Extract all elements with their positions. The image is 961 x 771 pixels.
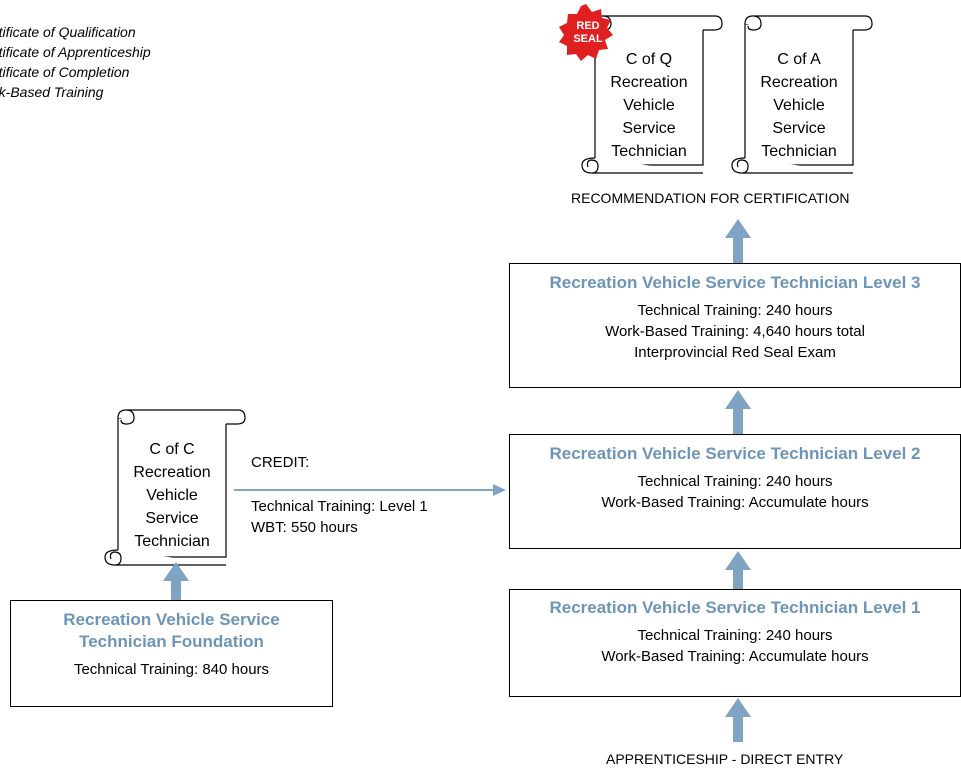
foundation-title: Recreation Vehicle Service xyxy=(63,610,280,629)
level3-title: Recreation Vehicle Service Technician Le… xyxy=(549,273,921,292)
cofq-text: C of Q Recreation Vehicle Service Techni… xyxy=(596,48,702,163)
seal-line-1: RED xyxy=(576,20,600,32)
cofa-line: C of A xyxy=(777,51,821,68)
arrows xyxy=(163,219,751,742)
arrow-level3-to-certification xyxy=(725,219,751,263)
cofc-text: C of C Recreation Vehicle Service Techni… xyxy=(119,438,225,553)
scroll-cofc xyxy=(104,409,246,566)
scroll-cofa xyxy=(731,15,873,174)
level1-line: Technical Training: 240 hours xyxy=(637,627,833,644)
cofq-line: Service xyxy=(622,120,676,137)
recommendation-caption: RECOMMENDATION FOR CERTIFICATION xyxy=(571,190,850,206)
cofq-line: Recreation xyxy=(610,74,688,91)
legend: rtificate of Qualification rtificate of … xyxy=(0,22,151,102)
level2-title: Recreation Vehicle Service Technician Le… xyxy=(549,444,921,463)
arrow-entry-to-level1 xyxy=(725,698,751,742)
cofc-line: Vehicle xyxy=(146,487,198,504)
cofa-line: Technician xyxy=(761,143,837,160)
cofa-line: Recreation xyxy=(760,74,838,91)
credit-heading: CREDIT: xyxy=(251,454,310,471)
cofq-line: Vehicle xyxy=(623,97,675,114)
cofa-line: Vehicle xyxy=(773,97,825,114)
foundation-title: Technician Foundation xyxy=(79,632,264,651)
arrow-level1-to-level2 xyxy=(725,551,751,589)
cofq-line: C of Q xyxy=(625,51,673,68)
entry-caption: APPRENTICESHIP - DIRECT ENTRY xyxy=(606,751,844,767)
level2-line: Work-Based Training: Accumulate hours xyxy=(601,494,869,511)
level3-box: Recreation Vehicle Service Technician Le… xyxy=(509,263,961,388)
arrow-foundation-to-cofc xyxy=(163,562,189,600)
level1-line: Work-Based Training: Accumulate hours xyxy=(601,648,869,665)
level3-line: Work-Based Training: 4,640 hours total xyxy=(605,323,865,340)
cofc-line: Service xyxy=(145,510,199,527)
level2-box: Recreation Vehicle Service Technician Le… xyxy=(509,434,961,549)
foundation-line: Technical Training: 840 hours xyxy=(73,661,270,678)
cofa-text: C of A Recreation Vehicle Service Techni… xyxy=(746,48,852,163)
credit-arrow xyxy=(234,484,506,496)
level1-title: Recreation Vehicle Service Technician Le… xyxy=(549,598,921,617)
credit-line: WBT: 550 hours xyxy=(251,519,358,536)
legend-item-cofq: rtificate of Qualification xyxy=(0,24,136,40)
legend-item-cofc: rtificate of Completion xyxy=(0,64,130,80)
credit-line: Technical Training: Level 1 xyxy=(251,498,428,515)
foundation-box: Recreation Vehicle Service Technician Fo… xyxy=(10,600,333,707)
level2-line: Technical Training: 240 hours xyxy=(637,473,833,490)
cofq-line: Technician xyxy=(611,143,687,160)
seal-line-2: SEAL xyxy=(573,33,603,45)
legend-item-wbt: rk-Based Training xyxy=(0,84,104,100)
cofc-line: C of C xyxy=(149,441,195,458)
legend-item-cofa: rtificate of Apprenticeship xyxy=(0,44,151,60)
arrow-level2-to-level3 xyxy=(725,390,751,434)
cofc-line: Technician xyxy=(134,533,210,550)
level3-line: Interprovincial Red Seal Exam xyxy=(634,344,836,361)
cofa-line: Service xyxy=(772,120,826,137)
level1-box: Recreation Vehicle Service Technician Le… xyxy=(509,589,961,697)
level3-line: Technical Training: 240 hours xyxy=(637,302,833,319)
red-seal-label: RED SEAL xyxy=(568,20,608,46)
cofc-line: Recreation xyxy=(133,464,211,481)
red-seal-badge xyxy=(559,4,613,61)
